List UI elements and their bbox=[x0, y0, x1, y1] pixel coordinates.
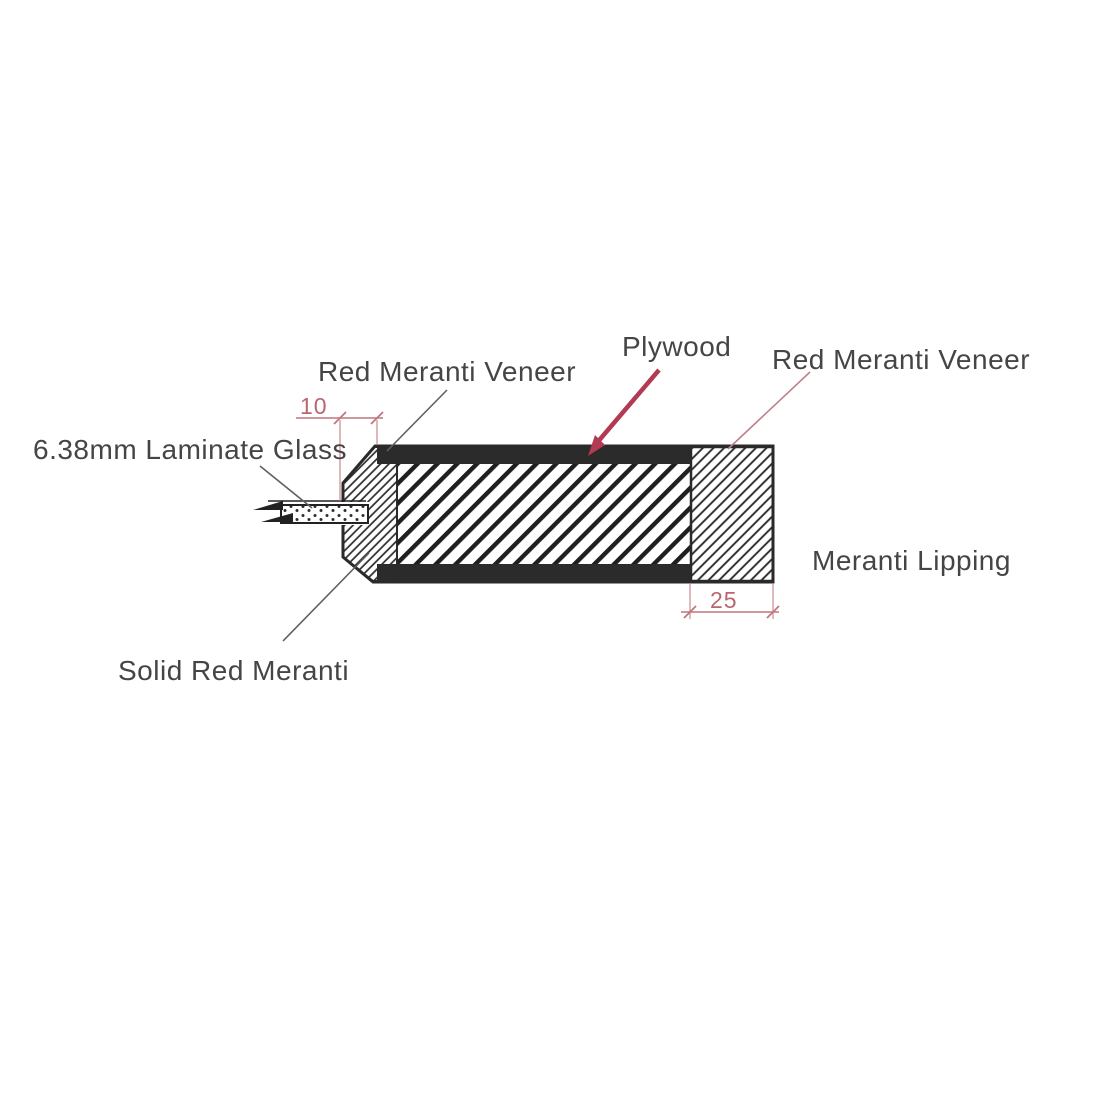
leader-veneer-right bbox=[727, 371, 811, 450]
label-red-meranti-veneer-left: Red Meranti Veneer bbox=[318, 356, 577, 387]
meranti-lipping-section bbox=[689, 445, 775, 583]
leader-solid-red-meranti bbox=[282, 552, 370, 642]
laminate-glass-texture bbox=[282, 506, 367, 522]
dimension-25 bbox=[681, 584, 780, 619]
label-laminate-glass: 6.38mm Laminate Glass bbox=[33, 434, 347, 465]
plywood-arrow-head bbox=[588, 435, 605, 456]
leader-laminate-glass bbox=[259, 465, 313, 509]
label-meranti-lipping: Meranti Lipping bbox=[812, 545, 1011, 576]
dimension-text-10: 10 bbox=[300, 393, 328, 419]
dimension-10 bbox=[296, 411, 384, 501]
plywood-core-section bbox=[397, 464, 691, 564]
glass-ply-tip-upper bbox=[253, 501, 283, 510]
label-red-meranti-veneer-right: Red Meranti Veneer bbox=[772, 344, 1031, 375]
top-veneer-section bbox=[377, 447, 691, 464]
bottom-veneer-section bbox=[377, 564, 691, 581]
label-solid-red-meranti: Solid Red Meranti bbox=[118, 655, 350, 686]
leader-veneer-left bbox=[386, 389, 448, 452]
glass-ply-tip-lower bbox=[261, 513, 293, 522]
dimension-text-25: 25 bbox=[710, 587, 738, 613]
plywood-arrow-shaft bbox=[594, 368, 661, 446]
label-plywood: Plywood bbox=[622, 331, 732, 362]
